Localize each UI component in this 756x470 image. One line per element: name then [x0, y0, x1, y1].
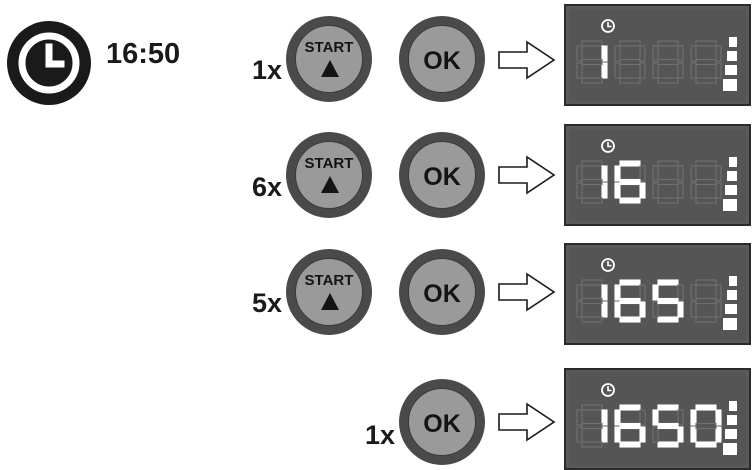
level-indicator-icon: [723, 401, 737, 455]
display-screen: [569, 248, 746, 340]
lcd-digit: [576, 160, 608, 204]
lcd-digit: [690, 404, 722, 448]
level-indicator-icon: [723, 37, 737, 91]
step-count: 1x: [252, 55, 283, 85]
triangle-up-icon: [321, 176, 339, 193]
ok-button-label: OK: [423, 47, 461, 75]
ok-button-label: OK: [423, 410, 461, 438]
step-count: 6x: [252, 172, 283, 202]
arrow-right-outline-icon: [498, 272, 556, 312]
lcd-digit: [614, 404, 646, 448]
level-indicator-icon: [723, 276, 737, 330]
step-count: 5x: [252, 288, 283, 318]
ok-button[interactable]: OK: [399, 16, 485, 102]
start-button[interactable]: START: [286, 16, 372, 102]
lcd-digit: [690, 40, 722, 84]
lcd-content: [576, 383, 737, 455]
lcd-digit: [614, 279, 646, 323]
lcd-content: [576, 139, 737, 211]
clock-small-icon: [601, 383, 615, 397]
lcd-digit: [576, 279, 608, 323]
lcd-display: [564, 368, 751, 470]
lcd-display: [564, 124, 751, 226]
triangle-up-icon: [321, 60, 339, 77]
arrow-right-outline-icon: [498, 402, 556, 442]
lcd-digit: [652, 160, 684, 204]
clock-small-icon: [601, 258, 615, 272]
start-button-label: START: [304, 39, 354, 56]
clock-time: 16:50: [106, 38, 181, 70]
ok-button[interactable]: OK: [399, 132, 485, 218]
lcd-digit: [614, 160, 646, 204]
arrow-right-outline-icon: [498, 40, 556, 80]
lcd-digit: [576, 40, 608, 84]
ok-button[interactable]: OK: [399, 249, 485, 335]
display-screen: [569, 129, 746, 221]
arrow-right-outline-icon: [498, 155, 556, 195]
clock-small-icon: [601, 19, 615, 33]
ok-button-label: OK: [423, 163, 461, 191]
ok-button-label: OK: [423, 280, 461, 308]
lcd-digit: [690, 160, 722, 204]
clock-small-icon: [601, 139, 615, 153]
start-button-label: START: [304, 272, 354, 289]
start-button-label: START: [304, 155, 354, 172]
start-button[interactable]: START: [286, 249, 372, 335]
step-count: 1x: [365, 420, 396, 450]
start-button[interactable]: START: [286, 132, 372, 218]
lcd-digit: [690, 279, 722, 323]
lcd-display: [564, 243, 751, 345]
lcd-digit: [576, 404, 608, 448]
lcd-content: [576, 19, 737, 91]
lcd-digit: [652, 279, 684, 323]
ok-button[interactable]: OK: [399, 379, 485, 465]
display-screen: [569, 373, 746, 465]
lcd-digit: [652, 404, 684, 448]
lcd-digit: [614, 40, 646, 84]
lcd-digit: [652, 40, 684, 84]
level-indicator-icon: [723, 157, 737, 211]
lcd-content: [576, 258, 737, 330]
lcd-display: [564, 4, 751, 106]
clock-icon: [6, 20, 92, 106]
display-screen: [569, 9, 746, 101]
triangle-up-icon: [321, 293, 339, 310]
